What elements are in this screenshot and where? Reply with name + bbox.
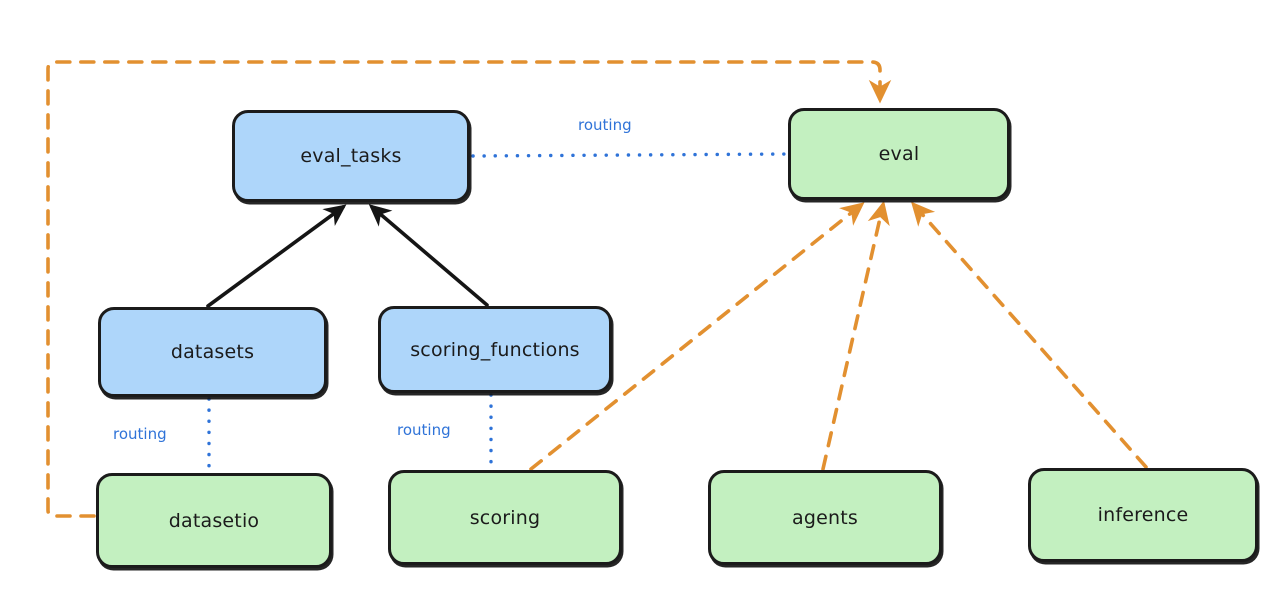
node-label-scoring-functions: scoring_functions bbox=[410, 338, 580, 361]
edge-label-routing-eval-tasks: routing bbox=[578, 116, 632, 134]
node-scoring[interactable]: scoring bbox=[388, 470, 622, 565]
edge-label-routing-datasets: routing bbox=[113, 425, 167, 443]
node-label-inference: inference bbox=[1097, 504, 1189, 526]
edge-agents-to-eval bbox=[821, 200, 890, 471]
edge-label-routing-scoring: routing bbox=[397, 421, 451, 439]
node-scoring-functions[interactable]: scoring_functions bbox=[378, 306, 612, 393]
node-label-agents: agents bbox=[792, 506, 858, 529]
node-label-scoring: scoring bbox=[469, 506, 541, 529]
edge-datasets-to-eval-tasks bbox=[206, 204, 347, 308]
node-label-eval: eval bbox=[878, 143, 920, 165]
node-agents[interactable]: agents bbox=[708, 470, 942, 565]
node-label-datasets: datasets bbox=[170, 341, 255, 363]
node-eval-tasks[interactable]: eval_tasks bbox=[232, 110, 470, 202]
node-eval[interactable]: eval bbox=[788, 108, 1010, 200]
node-inference[interactable]: inference bbox=[1028, 468, 1258, 562]
edge-eval-tasks-to-eval bbox=[471, 152, 788, 158]
node-datasets[interactable]: datasets bbox=[98, 307, 327, 397]
node-label-datasetio: datasetio bbox=[168, 509, 260, 532]
edge-inference-to-eval bbox=[911, 201, 1148, 469]
node-datasetio[interactable]: datasetio bbox=[96, 473, 332, 568]
edge-scoring-functions-to-eval-tasks bbox=[368, 204, 489, 307]
node-label-eval-tasks: eval_tasks bbox=[300, 145, 402, 167]
